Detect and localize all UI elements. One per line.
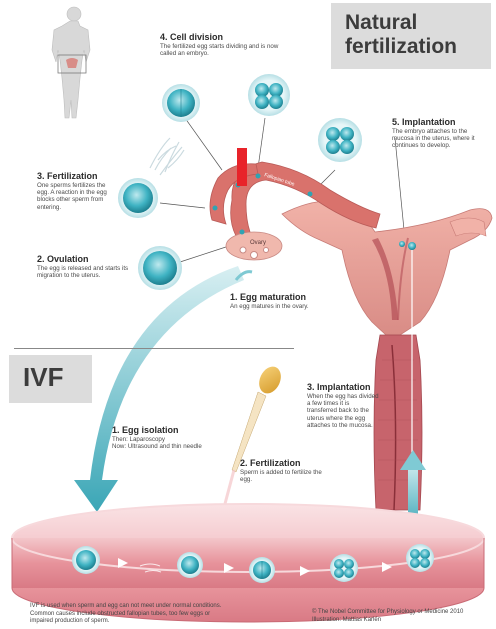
cell-four: [248, 74, 290, 116]
cell-fertilization: [118, 178, 158, 218]
step-title: 2. Ovulation: [37, 254, 137, 265]
step-ovulation: 2. Ovulation The egg is released and sta…: [37, 254, 137, 279]
step-title: 4. Cell division: [160, 32, 295, 43]
step-then: Then: Laparoscopy: [112, 436, 222, 443]
cell-ovulation: [138, 246, 182, 290]
step-title: 3. Fertilization: [37, 171, 119, 182]
cell-one: [162, 84, 200, 122]
ivf-step-implantation: 3. Implantation When the egg has divided…: [307, 382, 379, 429]
section-divider: [14, 348, 294, 349]
step-title: 1. Egg isolation: [112, 425, 222, 436]
cell-eight: [318, 118, 362, 162]
ivf-heading: IVF: [9, 355, 92, 393]
footnote: IVF is used when sperm and egg can not m…: [30, 603, 310, 626]
step-now: Now: Ultrasound and thin needle: [112, 443, 222, 450]
sperm-cloud: [150, 138, 184, 175]
natural-heading-line1: Natural: [331, 3, 491, 35]
ovary-label: Ovary: [250, 240, 266, 246]
step-title: 3. Implantation: [307, 382, 379, 393]
ivf-heading-box: IVF: [9, 355, 92, 403]
step-implantation-natural: 5. Implantation The embryo attaches to t…: [392, 117, 488, 150]
natural-fertilization-heading: Natural fertilization: [331, 3, 491, 69]
step-body: The egg is released and starts its migra…: [37, 265, 137, 280]
natural-heading-line2: fertilization: [331, 35, 491, 59]
step-title: 5. Implantation: [392, 117, 488, 128]
step-title: 1. Egg maturation: [230, 292, 340, 303]
step-body: When the egg has divided a few times it …: [307, 393, 379, 430]
step-cell-division: 4. Cell division The fertilized egg star…: [160, 32, 295, 57]
credit-line: Illustration: Mattias Karlén: [312, 617, 492, 625]
credit: © The Nobel Committee for Physiology or …: [312, 609, 492, 624]
ivf-step-fertilization: 2. Fertilization Sperm is added to ferti…: [240, 458, 330, 483]
step-body: The fertilized egg starts dividing and i…: [160, 43, 295, 58]
step-body: One sperms fertilizes the egg. A reactio…: [37, 182, 119, 211]
footnote-line: impaired production of sperm.: [30, 618, 310, 626]
body-figure: [52, 7, 90, 118]
tube-blocker: [237, 148, 247, 186]
footnote-line: IVF is used when sperm and egg can not m…: [30, 603, 310, 611]
step-title: 2. Fertilization: [240, 458, 330, 469]
step-fertilization: 3. Fertilization One sperms fertilizes t…: [37, 171, 119, 211]
footnote-line: Common causes include obstructed fallopi…: [30, 611, 310, 619]
step-egg-maturation: 1. Egg maturation An egg matures in the …: [230, 292, 340, 310]
ivf-step-egg-isolation: 1. Egg isolation Then: Laparoscopy Now: …: [112, 425, 222, 450]
step-body: An egg matures in the ovary.: [230, 303, 340, 310]
uterus-label: Uterus: [408, 212, 426, 218]
step-body: Sperm is added to fertilize the egg.: [240, 469, 330, 484]
retrieval-arrow: [74, 266, 244, 512]
credit-line: © The Nobel Committee for Physiology or …: [312, 609, 492, 617]
step-body: The embryo attaches to the mucosa in the…: [392, 128, 488, 150]
